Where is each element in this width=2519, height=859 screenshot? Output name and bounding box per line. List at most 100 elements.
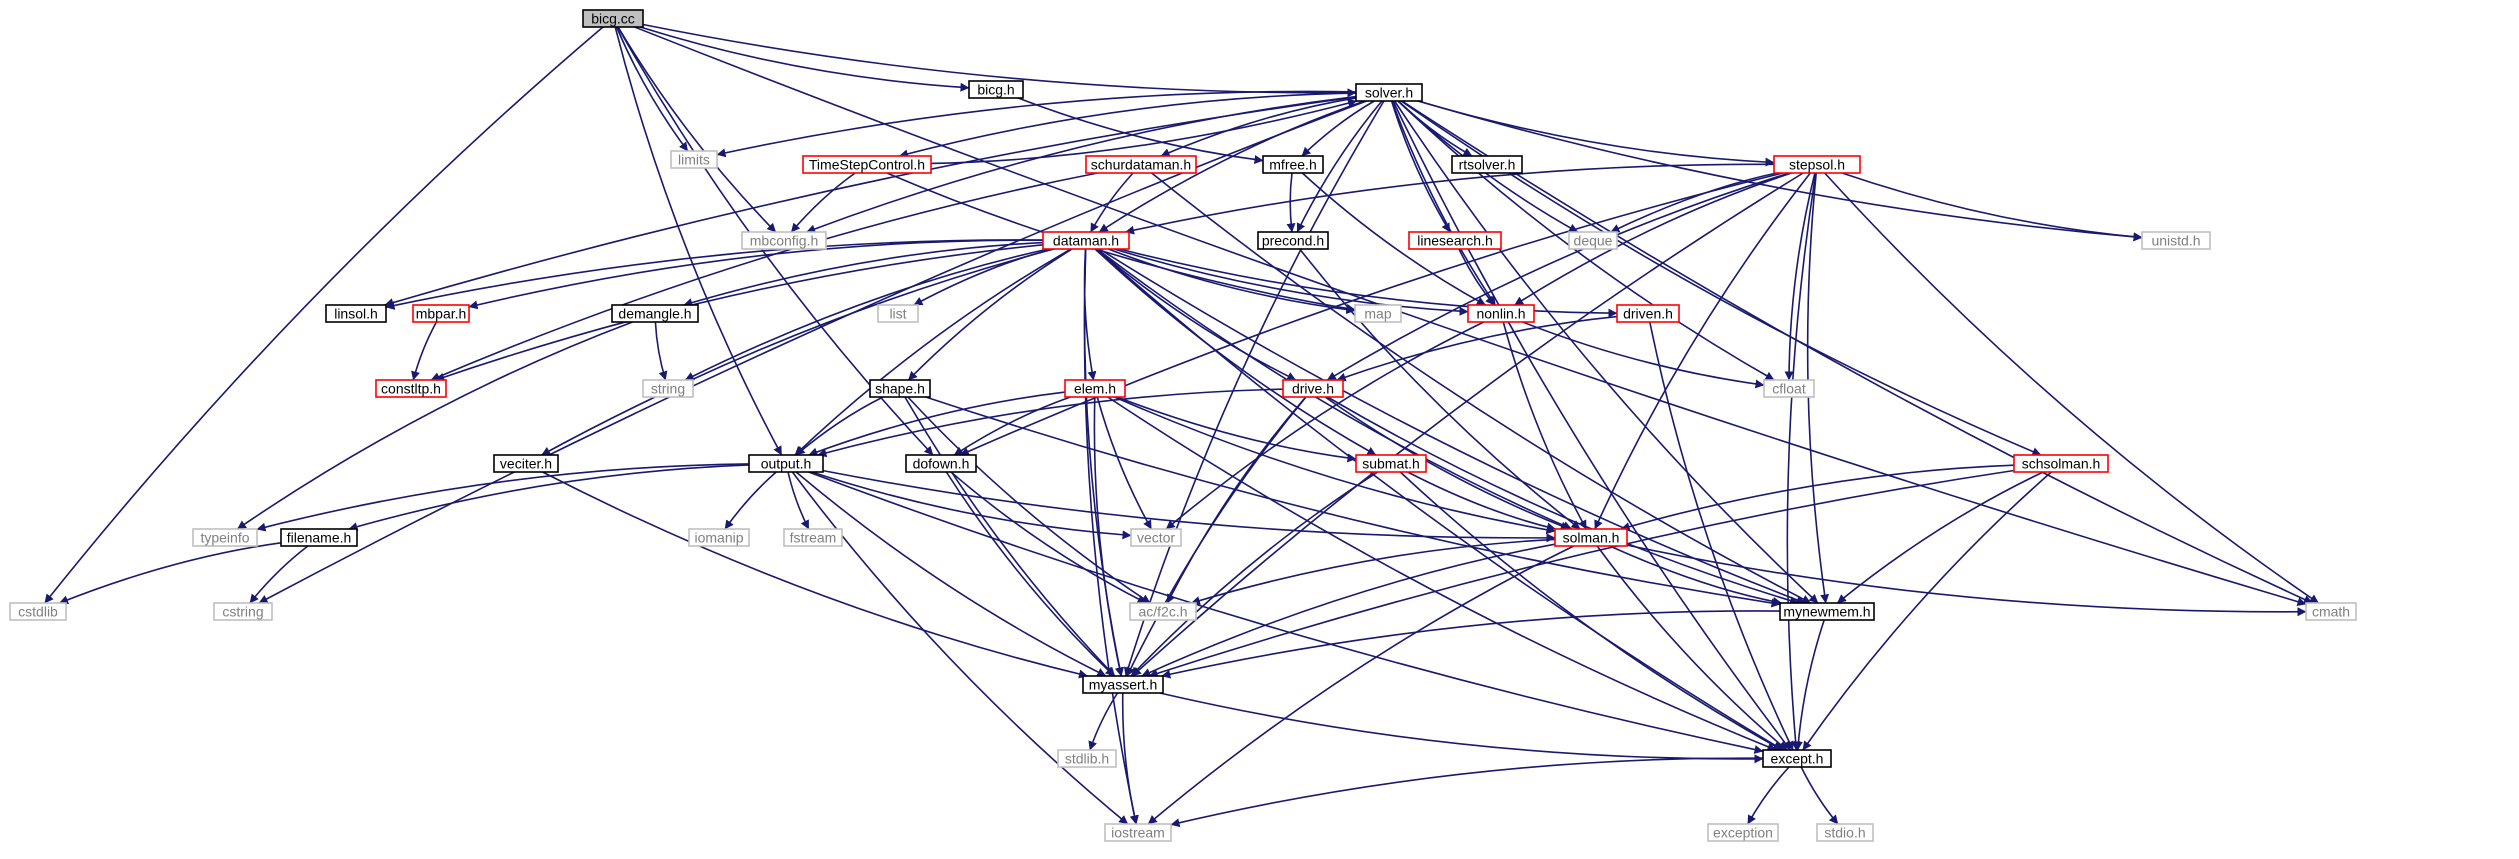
edge-dataman_h-to-driven_h: [1119, 248, 1618, 318]
node-box: [905, 454, 977, 473]
node-drive-h[interactable]: drive.h: [1282, 379, 1344, 398]
node-linesearch-h[interactable]: linesearch.h: [1408, 231, 1502, 250]
node-except-h[interactable]: except.h: [1762, 749, 1832, 768]
node-dofown-h[interactable]: dofown.h: [905, 454, 977, 473]
edge-elem_h-to-output_h: [808, 391, 1066, 457]
node-box: [375, 379, 447, 398]
edge-bicg_cc-to-bicg_h: [639, 26, 970, 92]
edge-myassert_h-to-stdlib_h: [1088, 692, 1119, 751]
edge-shape_h-to-acf2c_h: [907, 396, 1151, 604]
edge-elem_h-to-myassert_h: [1093, 396, 1124, 677]
edge-stepsol_h-to-drive_h: [1326, 172, 1790, 381]
edge-stepsol_h-to-dataman_h: [1125, 163, 1775, 235]
node-label: cstring: [222, 604, 263, 620]
node-cstdlib: cstdlib: [9, 602, 67, 621]
edge-submat_h-to-except_h: [1399, 471, 1783, 751]
edge-solver_h-to-linsol_h: [384, 96, 1357, 307]
edge-submat_h-to-solman_h: [1407, 471, 1556, 532]
node-box: [1282, 379, 1344, 398]
node-submat-h[interactable]: submat.h: [1355, 454, 1427, 473]
edge-shape_h-to-myassert_h: [904, 396, 1116, 677]
edge-linesearch_h-to-nonlin_h: [1458, 248, 1495, 306]
edge-demangle_h-to-typeinfo: [236, 321, 633, 530]
node-label: cfloat: [1772, 381, 1806, 397]
node-schsolman-h[interactable]: schsolman.h: [2013, 454, 2109, 473]
node-driven-h[interactable]: driven.h: [1616, 304, 1680, 323]
edge-bicg_cc-to-output_h: [614, 26, 783, 456]
node-box: [741, 231, 827, 250]
node-label: bicg.cc: [591, 11, 635, 27]
node-box: [9, 602, 67, 621]
node-label: elem.h: [1074, 381, 1116, 397]
node-stepsol-h[interactable]: stepsol.h: [1773, 155, 1861, 174]
node-veciter-h[interactable]: veciter.h: [493, 454, 559, 473]
node-label: stepsol.h: [1789, 157, 1845, 173]
node-label: output.h: [761, 456, 812, 472]
node-dataman-h[interactable]: dataman.h: [1042, 231, 1130, 250]
node-box: [1408, 231, 1502, 250]
node-nonlin-h[interactable]: nonlin.h: [1467, 304, 1535, 323]
edge-myassert_h-to-iostream: [1121, 692, 1139, 825]
node-filename-h[interactable]: filename.h: [280, 528, 358, 547]
edge-myassert_h-to-except_h: [1159, 692, 1764, 764]
node-box: [325, 304, 387, 323]
edge-elem_h-to-solman_h: [1114, 396, 1556, 535]
node-myassert-h[interactable]: myassert.h: [1082, 675, 1164, 694]
node-box: [280, 528, 358, 547]
node-rtsolver-h[interactable]: rtsolver.h: [1451, 155, 1523, 174]
node-demangle-h[interactable]: demangle.h: [611, 304, 699, 323]
node-box: [1057, 749, 1117, 768]
edge-output_h-to-solman_h: [822, 469, 1556, 543]
edge-stepsol_h-to-except_h: [1786, 172, 1817, 751]
node-list: list: [877, 304, 919, 323]
node-bicg-h[interactable]: bicg.h: [968, 80, 1024, 99]
node-schurdataman-h[interactable]: schurdataman.h: [1085, 155, 1197, 174]
node-elem-h[interactable]: elem.h: [1064, 379, 1126, 398]
edge-dofown_h-to-acf2c_h: [950, 471, 1147, 604]
node-constltp-h[interactable]: constltp.h: [375, 379, 447, 398]
node-exception: exception: [1707, 823, 1779, 842]
node-mfree-h[interactable]: mfree.h: [1262, 155, 1324, 174]
edge-solver_h-to-stepsol_h: [1417, 100, 1775, 167]
edge-output_h-to-typeinfo: [256, 463, 750, 532]
node-solman-h[interactable]: solman.h: [1554, 528, 1628, 547]
node-mynewmem-h[interactable]: mynewmem.h: [1779, 602, 1875, 621]
node-output-h[interactable]: output.h: [748, 454, 824, 473]
edge-elem_h-to-submat_h: [1116, 396, 1357, 463]
node-typeinfo: typeinfo: [192, 528, 258, 547]
node-box: [802, 155, 932, 174]
edge-dataman_h-to-drive_h: [1095, 248, 1297, 381]
node-label: exception: [1713, 825, 1773, 841]
edge-solver_h-to-unistd_h: [1417, 100, 2143, 242]
edge-output_h-to-myassert_h: [795, 471, 1107, 677]
edge-output_h-to-except_h: [808, 471, 1764, 754]
node-solver-h[interactable]: solver.h: [1355, 83, 1423, 102]
node-bicg-cc[interactable]: bicg.cc: [582, 9, 644, 28]
node-shape-h[interactable]: shape.h: [869, 379, 931, 398]
edge-solver_h-to-mfree_h: [1301, 100, 1375, 157]
node-label: deque: [1574, 233, 1613, 249]
edge-driven_h-to-drive_h: [1336, 315, 1618, 382]
node-precond-h[interactable]: precond.h: [1257, 231, 1329, 250]
edge-demangle_h-to-string: [654, 321, 668, 381]
node-label: iomanip: [694, 530, 743, 546]
node-label: schurdataman.h: [1091, 157, 1191, 173]
node-mbpar-h[interactable]: mbpar.h: [412, 304, 470, 323]
edge-solman_h-to-myassert_h: [1141, 543, 1556, 677]
edge-drive_h-to-output_h: [817, 388, 1284, 458]
node-box: [1064, 379, 1126, 398]
edge-bicg_cc-to-mbconfig_h: [617, 26, 777, 233]
edge-dataman_h-to-mbpar_h: [468, 239, 1044, 310]
node-box: [582, 9, 644, 28]
node-box: [1763, 379, 1815, 398]
node-stdio-h: stdio.h: [1816, 823, 1874, 842]
edge-schurdataman_h-to-dataman_h: [1090, 172, 1134, 233]
node-timestep-h[interactable]: TimeStepControl.h: [802, 155, 932, 174]
node-label: mbconfig.h: [750, 233, 818, 249]
node-linsol-h[interactable]: linsol.h: [325, 304, 387, 323]
edge-mfree_h-to-precond_h: [1286, 172, 1296, 233]
node-vector: vector: [1130, 528, 1182, 547]
node-box: [670, 150, 718, 169]
edge-stepsol_h-to-solman_h: [1594, 172, 1811, 530]
